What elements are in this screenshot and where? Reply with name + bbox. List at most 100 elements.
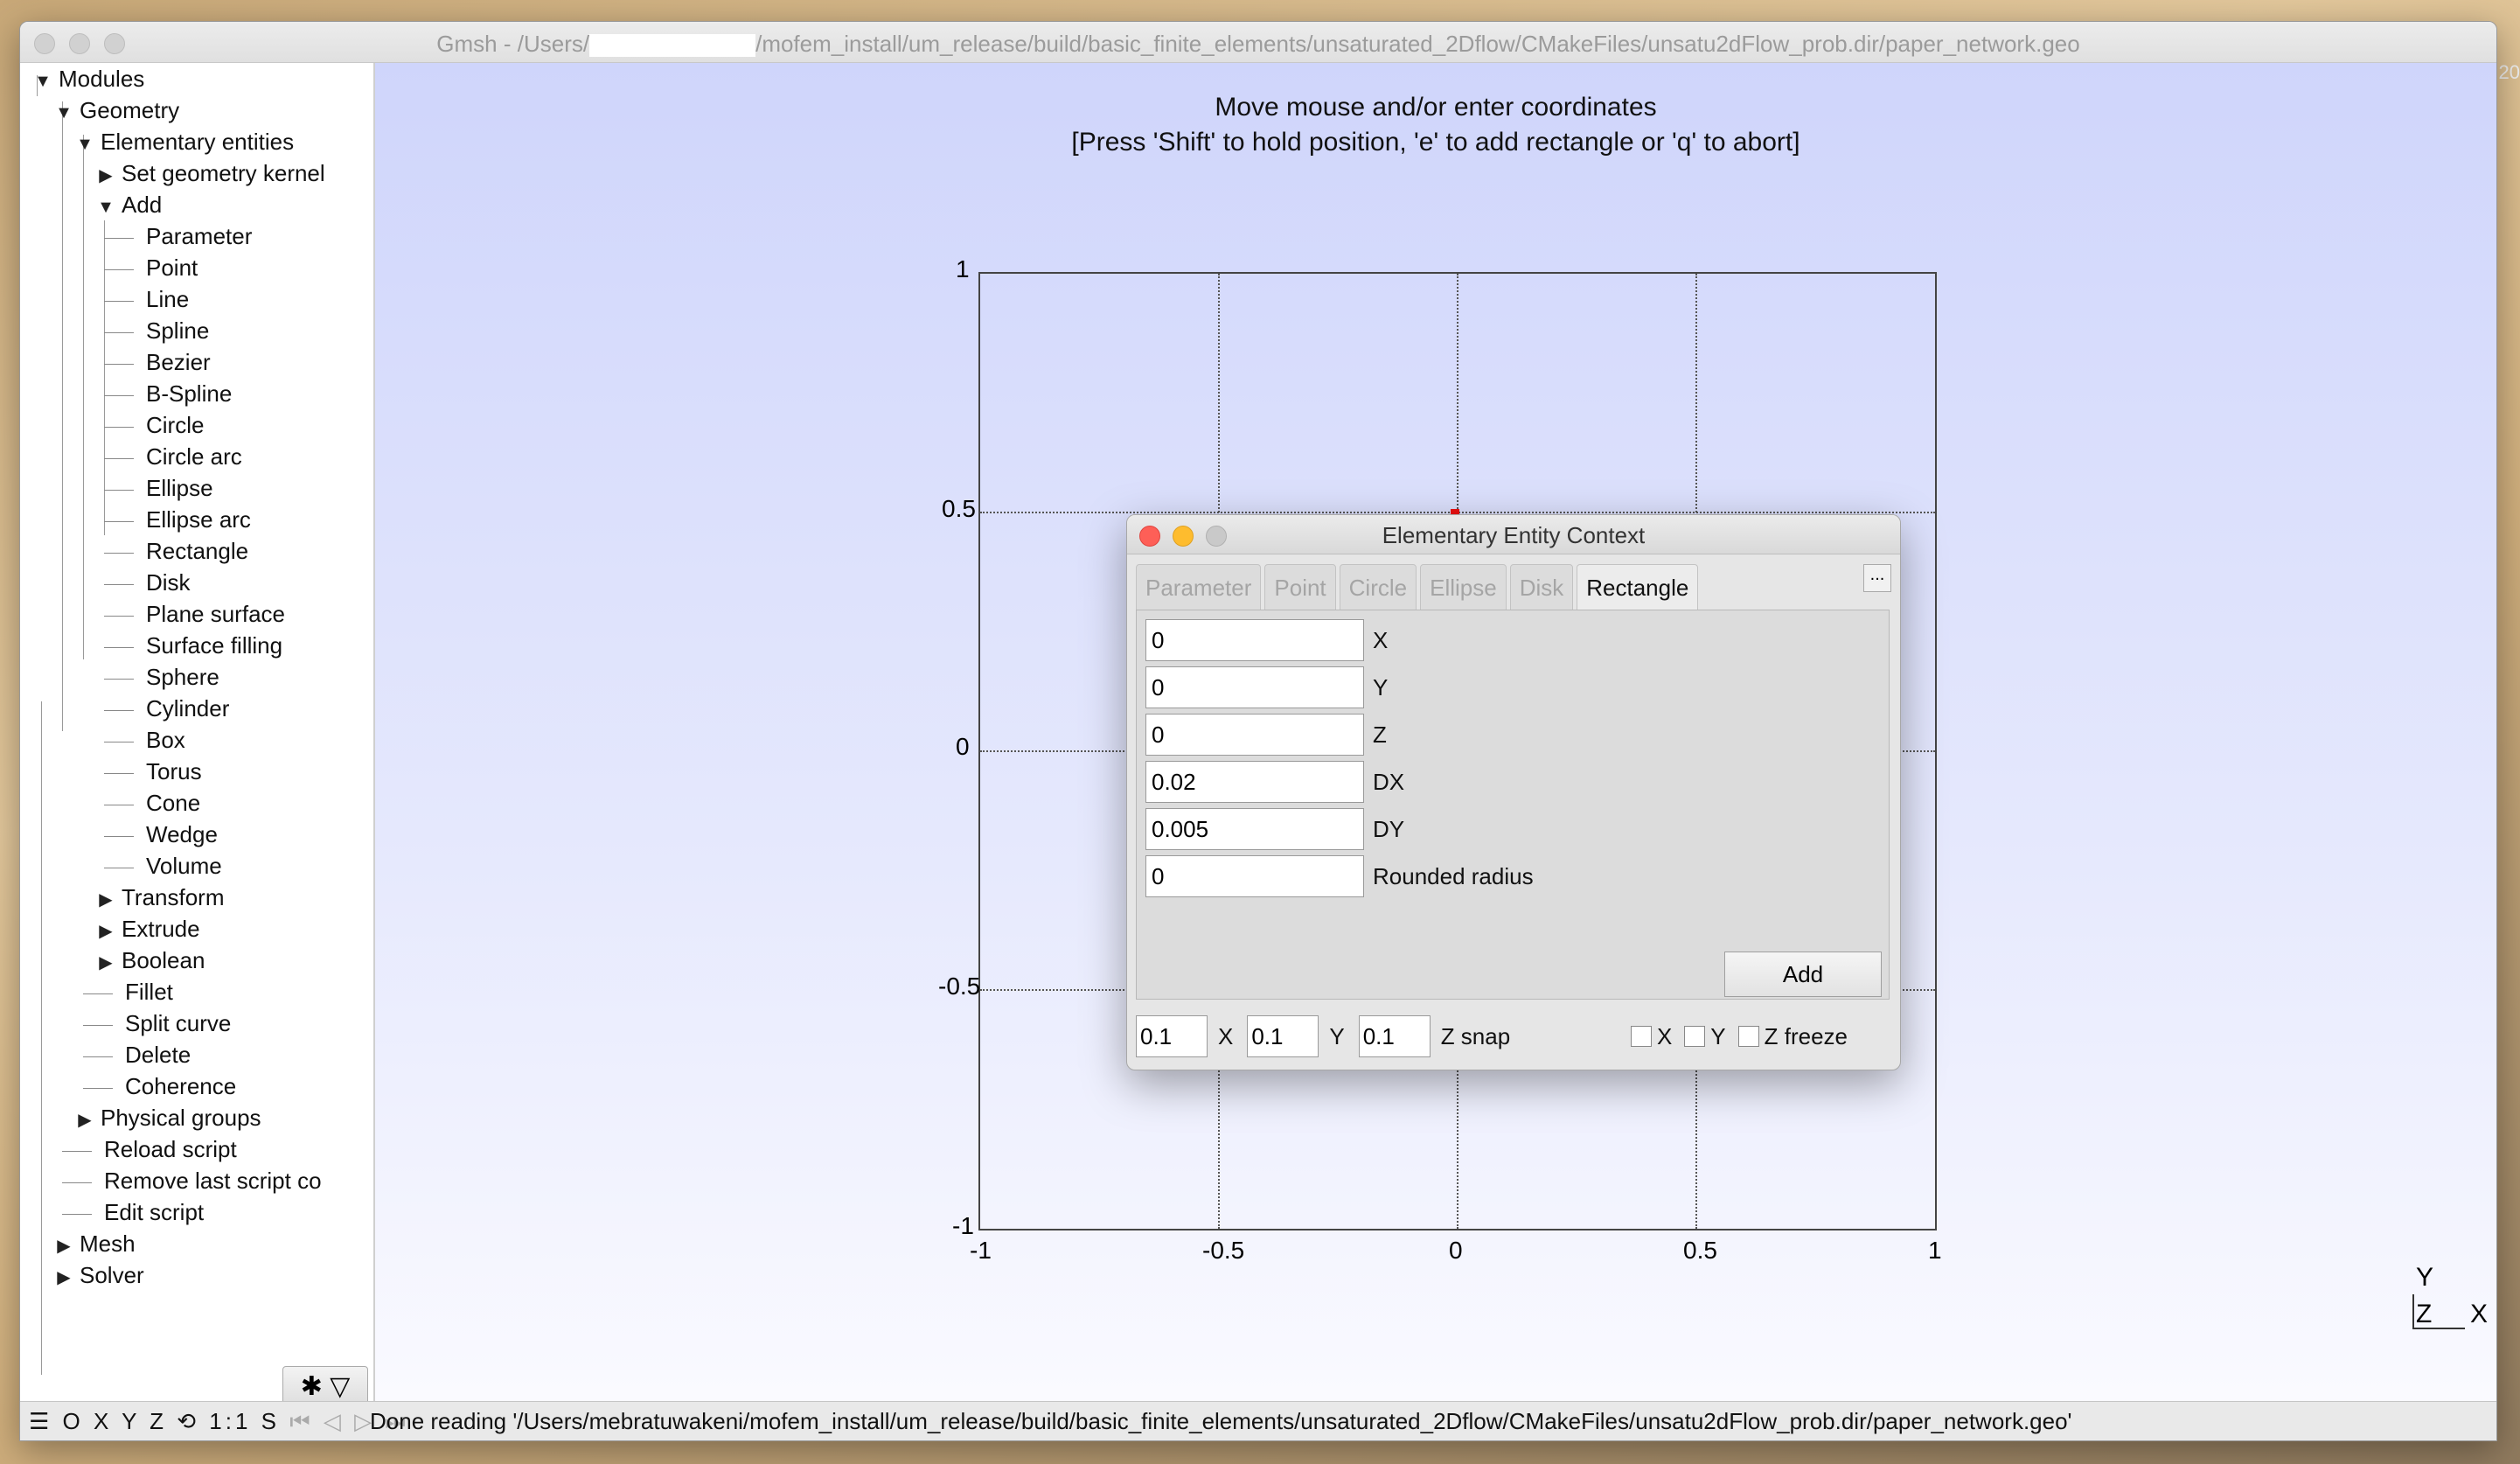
tree-item-label: Point — [146, 254, 198, 281]
tree-leaf-line — [83, 1024, 113, 1026]
tree-toggle-icon[interactable]: ▶ — [99, 922, 113, 941]
dialog-minimize-button[interactable] — [1173, 526, 1194, 547]
tree-item-add[interactable]: ▼ Add — [95, 189, 162, 220]
tree-item-label: Bezier — [146, 349, 211, 375]
tab-point[interactable]: Point — [1264, 564, 1336, 611]
tree-item-point[interactable]: Point — [104, 252, 198, 283]
tree-item-label: Reload script — [104, 1136, 237, 1162]
tree-toggle-icon[interactable]: ▼ — [97, 198, 115, 217]
tree-toggle-icon[interactable]: ▶ — [57, 1237, 71, 1256]
tree-toggle-icon[interactable]: ▶ — [99, 953, 113, 973]
tree-item-circle[interactable]: Circle — [104, 409, 204, 441]
tree-item-spline[interactable]: Spline — [104, 315, 209, 346]
tree-item-set-geometry-kernel[interactable]: ▶Set geometry kernel — [95, 157, 324, 189]
tree-item-transform[interactable]: ▶Transform — [95, 882, 224, 913]
rounded-radius-input[interactable] — [1145, 855, 1364, 897]
tree-item-sphere[interactable]: Sphere — [104, 661, 219, 693]
window-title-prefix: Gmsh - /Users/ — [436, 31, 590, 57]
tree-item-extrude[interactable]: ▶Extrude — [95, 913, 199, 945]
snap-z-input[interactable] — [1358, 1015, 1431, 1057]
tree-item-label: Ellipse arc — [146, 506, 251, 533]
status-message: Done reading '/Users/mebratuwakeni/mofem… — [370, 1408, 2072, 1434]
tree-item-volume[interactable]: Volume — [104, 850, 222, 882]
tree-item-label: Add — [122, 192, 163, 218]
tree-item-reload-script[interactable]: Reload script — [62, 1133, 237, 1165]
tree-item-modules[interactable]: ▼Modules — [32, 63, 144, 94]
add-button[interactable]: Add — [1724, 952, 1882, 997]
tree-item-solver[interactable]: ▶ Solver — [53, 1259, 144, 1291]
more-options-button[interactable]: ... — [1863, 564, 1891, 592]
tab-circle[interactable]: Circle — [1339, 564, 1417, 611]
tree-item-label: Disk — [146, 569, 191, 596]
tree-item-delete[interactable]: Delete — [83, 1039, 191, 1070]
field-row-dy: DY — [1145, 806, 1404, 852]
tree-item-geometry[interactable]: ▼Geometry — [53, 94, 179, 126]
tree-toggle-icon[interactable]: ▶ — [99, 890, 113, 910]
tree-item-split-curve[interactable]: Split curve — [83, 1007, 231, 1039]
tree-item-physical-groups[interactable]: ▶Physical groups — [74, 1102, 261, 1133]
tree-item-remove-last-script[interactable]: Remove last script co — [62, 1165, 322, 1196]
tab-rectangle[interactable]: Rectangle — [1577, 564, 1699, 611]
tree-item-torus[interactable]: Torus — [104, 756, 202, 787]
tree-toggle-icon[interactable]: ▼ — [76, 135, 94, 154]
tree-item-cylinder[interactable]: Cylinder — [104, 693, 229, 724]
tree-item-disk[interactable]: Disk — [104, 567, 191, 598]
tree-item-plane-surface[interactable]: Plane surface — [104, 598, 285, 630]
zoom-window-button[interactable] — [104, 33, 125, 54]
axis-y-label: Y — [2416, 1263, 2434, 1292]
tree-item-wedge[interactable]: Wedge — [104, 819, 218, 850]
z-input[interactable] — [1145, 714, 1364, 756]
animation-controls[interactable]: ⏮ ◁ ▷ ⏭ — [289, 1408, 409, 1434]
tree-leaf-line — [104, 615, 134, 617]
dialog-zoom-button[interactable] — [1206, 526, 1227, 547]
tree-item-mesh[interactable]: ▶Mesh — [53, 1228, 135, 1259]
close-window-button[interactable] — [34, 33, 55, 54]
freeze-x-checkbox[interactable] — [1630, 1026, 1652, 1047]
x-input[interactable] — [1145, 619, 1364, 661]
dialog-close-button[interactable] — [1139, 526, 1160, 547]
tree-toggle-icon[interactable]: ▶ — [99, 166, 113, 185]
tree-leaf-line — [104, 237, 134, 239]
tree-item-parameter[interactable]: Parameter — [104, 220, 252, 252]
dx-input[interactable] — [1145, 761, 1364, 803]
tree-item-boolean[interactable]: ▶Boolean — [95, 945, 205, 976]
tree-item-label: Sphere — [146, 664, 219, 690]
dialog-titlebar[interactable]: Elementary Entity Context — [1127, 515, 1900, 554]
tree-item-rectangle[interactable]: Rectangle — [104, 535, 248, 567]
tree-toggle-icon[interactable]: ▶ — [78, 1111, 92, 1130]
freeze-z-checkbox[interactable] — [1737, 1026, 1759, 1047]
tree-toggle-icon[interactable]: ▶ — [57, 1268, 71, 1287]
tree-item-bezier[interactable]: Bezier — [104, 346, 211, 378]
tree-toggle-icon[interactable]: ▼ — [34, 72, 52, 91]
tree-item-elementary-entities[interactable]: ▼Elementary entities — [74, 126, 294, 157]
tree-item-surface-filling[interactable]: Surface filling — [104, 630, 282, 661]
snap-x-input[interactable] — [1136, 1015, 1208, 1057]
tree-item-coherence[interactable]: Coherence — [83, 1070, 236, 1102]
tree-item-ellipse-arc[interactable]: Ellipse arc — [104, 504, 251, 535]
dy-input[interactable] — [1145, 808, 1364, 850]
tree-item-box[interactable]: Box — [104, 724, 185, 756]
tab-parameter[interactable]: Parameter — [1136, 564, 1262, 611]
tree-item-edit-script[interactable]: Edit script — [62, 1196, 204, 1228]
tree-item-line[interactable]: Line — [104, 283, 189, 315]
tab-disk[interactable]: Disk — [1509, 564, 1574, 611]
minimize-window-button[interactable] — [69, 33, 90, 54]
tree-connector — [104, 220, 105, 535]
view-tools[interactable]: ☰ O X Y Z ⟲ 1:1 S — [29, 1408, 280, 1434]
tree-connector — [41, 701, 42, 1375]
tree-item-label: Solver — [80, 1262, 144, 1288]
status-toolbar[interactable]: ☰ O X Y Z ⟲ 1:1 S ⏮ ◁ ▷ ⏭ — [29, 1402, 409, 1440]
tree-item-b-spline[interactable]: B-Spline — [104, 378, 232, 409]
tree-settings-button[interactable]: ✱ ▽ — [282, 1366, 368, 1401]
freeze-y-checkbox[interactable] — [1684, 1026, 1706, 1047]
y-input[interactable] — [1145, 666, 1364, 708]
tree-item-ellipse[interactable]: Ellipse — [104, 472, 213, 504]
snap-y-input[interactable] — [1247, 1015, 1319, 1057]
y-tick-label: 0 — [956, 733, 970, 760]
tree-toggle-icon[interactable]: ▼ — [55, 103, 73, 122]
tab-ellipse[interactable]: Ellipse — [1420, 564, 1507, 611]
tree-item-circle-arc[interactable]: Circle arc — [104, 441, 242, 472]
tree-leaf-line — [104, 268, 134, 270]
tree-item-fillet[interactable]: Fillet — [83, 976, 173, 1007]
tree-item-cone[interactable]: Cone — [104, 787, 200, 819]
